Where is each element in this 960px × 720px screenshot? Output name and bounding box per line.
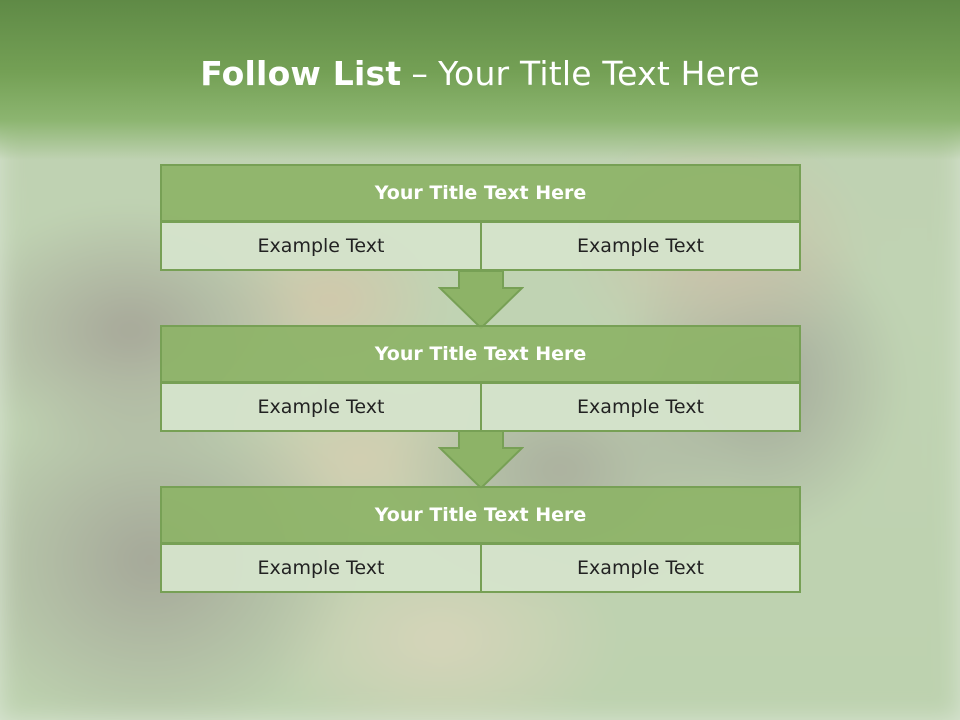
down-arrow-icon [438, 430, 524, 490]
step-2-left-cell[interactable]: Example Text [160, 382, 482, 432]
title-bar [0, 0, 960, 160]
title-bold-part: Follow List [200, 54, 402, 93]
step-3-right-cell[interactable]: Example Text [480, 543, 801, 593]
step-1-left-cell[interactable]: Example Text [160, 221, 482, 271]
down-arrow-icon [438, 270, 524, 330]
step-1-right-cell[interactable]: Example Text [480, 221, 801, 271]
title-rest-part: Your Title Text Here [438, 54, 760, 93]
step-3-header[interactable]: Your Title Text Here [160, 486, 801, 544]
step-2-right-cell[interactable]: Example Text [480, 382, 801, 432]
step-1-header[interactable]: Your Title Text Here [160, 164, 801, 222]
slide-title: Follow List–Your Title Text Here [0, 54, 960, 93]
title-separator: – [411, 54, 429, 93]
step-3-left-cell[interactable]: Example Text [160, 543, 482, 593]
step-2-header[interactable]: Your Title Text Here [160, 325, 801, 383]
